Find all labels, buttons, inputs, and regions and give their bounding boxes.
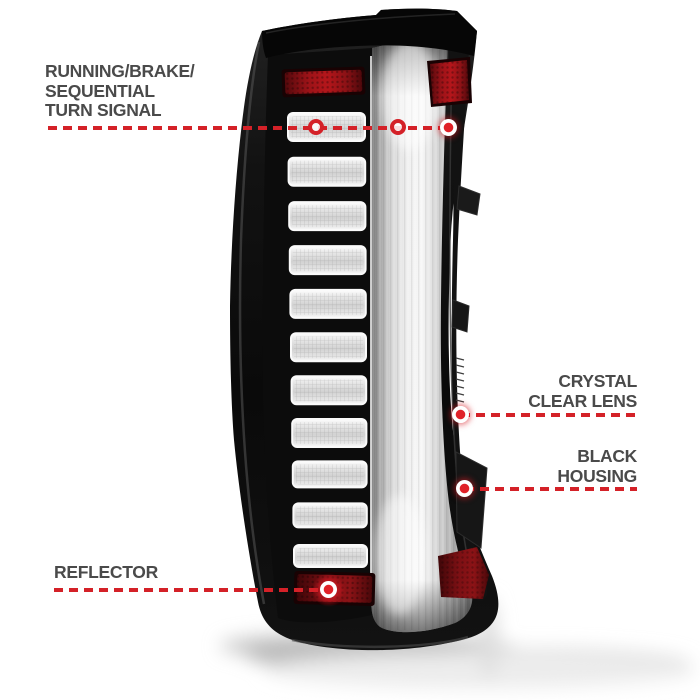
callout-reflector-line <box>54 588 329 592</box>
callout-crystal-clear-lens-marker <box>452 406 469 423</box>
mount-tab-mid <box>451 299 470 333</box>
reflector-top-left <box>281 66 366 98</box>
callout-black-housing-line <box>465 487 637 491</box>
callout-black-housing-marker <box>456 480 473 497</box>
reflector-bottom-right <box>438 547 489 599</box>
led-bar-texture <box>296 506 364 525</box>
led-bar-texture <box>294 336 363 359</box>
callout-turn-signal-marker-3 <box>440 119 457 136</box>
callout-crystal-clear-lens-label: CRYSTAL CLEAR LENS <box>528 371 637 411</box>
led-bar-texture <box>294 379 364 402</box>
led-bar-texture <box>293 292 363 315</box>
label-line: CRYSTAL <box>558 371 637 391</box>
bottom-rim <box>291 635 469 649</box>
reflector-top-right <box>427 57 472 107</box>
label-line: SEQUENTIAL <box>45 80 155 101</box>
led-bar-column <box>287 112 368 568</box>
mount-tab-top <box>456 185 481 216</box>
callout-turn-signal-label: RUNNING/BRAKE/ SEQUENTIAL TURN SIGNAL <box>45 61 195 121</box>
mount-bracket <box>455 451 488 549</box>
label-line: REFLECTOR <box>54 562 158 582</box>
left-rim-highlight <box>238 41 266 605</box>
callout-turn-signal-marker-2 <box>390 119 406 135</box>
led-bar-texture <box>292 205 363 228</box>
led-bar-texture <box>295 464 364 485</box>
led-bar-texture <box>292 249 363 272</box>
callout-black-housing-label: BLACK HOUSING <box>557 446 637 486</box>
callout-turn-signal-line <box>48 126 449 130</box>
led-bar-texture <box>297 548 364 564</box>
label-line: HOUSING <box>557 465 637 486</box>
label-line: BLACK <box>577 446 637 466</box>
callout-turn-signal-marker-1 <box>308 119 324 135</box>
top-cap-highlight <box>265 13 456 34</box>
label-line: CLEAR LENS <box>528 390 637 411</box>
callout-reflector-marker <box>320 581 337 598</box>
top-cap <box>262 8 477 58</box>
led-bar-texture <box>291 160 363 183</box>
led-bar-texture <box>295 421 364 444</box>
label-line: TURN SIGNAL <box>45 100 162 120</box>
label-line: RUNNING/BRAKE/ <box>45 61 195 81</box>
callout-crystal-clear-lens-line <box>461 413 637 417</box>
callout-reflector-label: REFLECTOR <box>54 562 158 583</box>
